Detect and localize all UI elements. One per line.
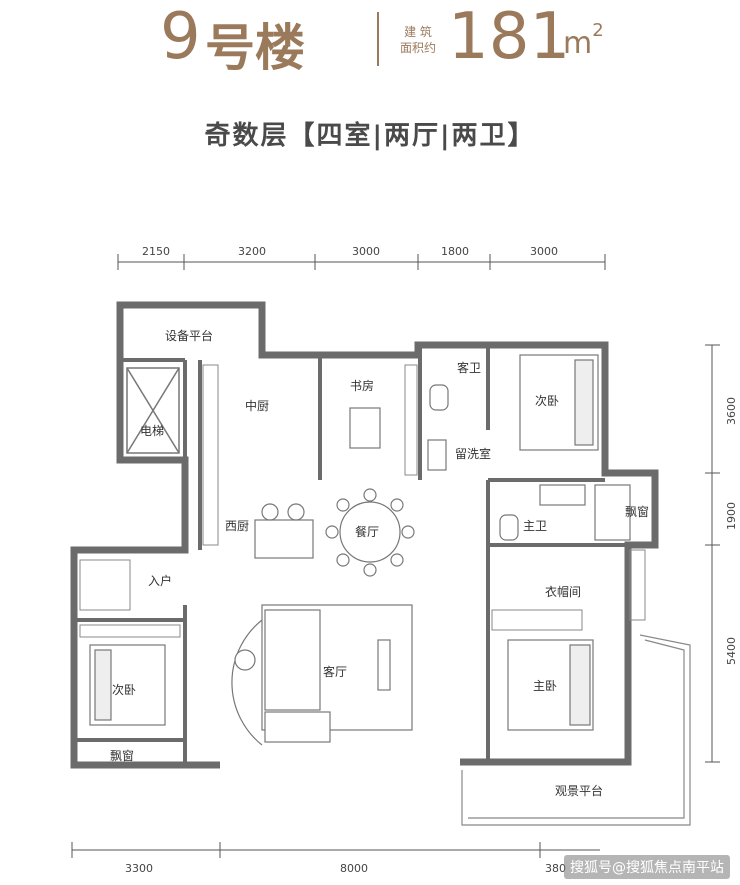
room-dining: 餐厅 [355,524,379,539]
bath-fixtures [427,384,631,541]
second-bedroom-bed-b [89,644,166,726]
dim-top-4: 1800 [441,245,469,258]
dining-table [325,488,415,577]
room-equipment-platform: 设备平台 [165,328,213,343]
dim-bottom-1: 3300 [125,862,153,875]
room-view-platform: 观景平台 [555,783,603,798]
dim-right-1: 3600 [725,397,738,425]
cabinets [79,364,646,638]
room-western-kitchen: 西厨 [225,519,249,533]
room-second-bedroom-b: 次卧 [112,683,136,697]
room-middle-kitchen: 中厨 [245,398,269,413]
dim-bottom-3: 380 [545,862,566,875]
room-living: 客厅 [323,664,347,679]
room-laundry: 留洗室 [455,446,491,461]
dim-right-3: 5400 [725,637,738,665]
area-unit-power: 2 [592,20,604,41]
area-unit: m2 [563,20,604,61]
building-number: 9 [160,0,202,74]
room-bay-window-a: 飘窗 [625,505,649,519]
second-bedroom-bed-a [519,354,599,451]
view-platform [461,634,691,826]
top-dimension-line [117,254,606,270]
room-closet: 衣帽间 [545,584,581,599]
study-desk [349,407,381,449]
room-guest-bath: 客卫 [457,360,481,375]
elevator-shaft [126,367,180,454]
room-bay-window-b: 飘窗 [110,749,134,763]
dim-right-2: 1900 [725,502,738,530]
kitchen-island [254,503,314,559]
dim-top-2: 3200 [238,245,266,258]
watermark: 搜狐号@搜狐焦点南平站 [564,855,730,879]
area-label-line1: 建 筑 [404,25,432,39]
master-bed [507,639,594,731]
bottom-dimension-line [71,842,600,858]
area-value: 181 [448,0,571,74]
right-dimension-line [705,344,720,763]
room-master-bath: 主卫 [523,519,547,533]
area-label: 建 筑 面积约 [398,24,438,56]
dim-bottom-2: 8000 [340,862,368,875]
dim-top-3: 3000 [352,245,380,258]
room-entrance: 入户 [148,573,172,588]
room-elevator: 电梯 [140,424,164,438]
title-divider [377,12,379,66]
room-study: 书房 [350,378,374,393]
living-room-furniture [231,604,413,746]
dim-top-5: 3000 [530,245,558,258]
building-suffix: 号楼 [205,19,305,77]
area-unit-base: m [563,26,593,61]
room-master-bedroom: 主卧 [533,679,557,693]
layout-subtitle: 奇数层【四室|两厅|两卫】 [204,121,536,151]
dim-top-1: 2150 [142,245,170,258]
room-second-bedroom-a: 次卧 [535,394,559,408]
area-label-line2: 面积约 [399,41,436,55]
inner-walls [74,345,628,765]
